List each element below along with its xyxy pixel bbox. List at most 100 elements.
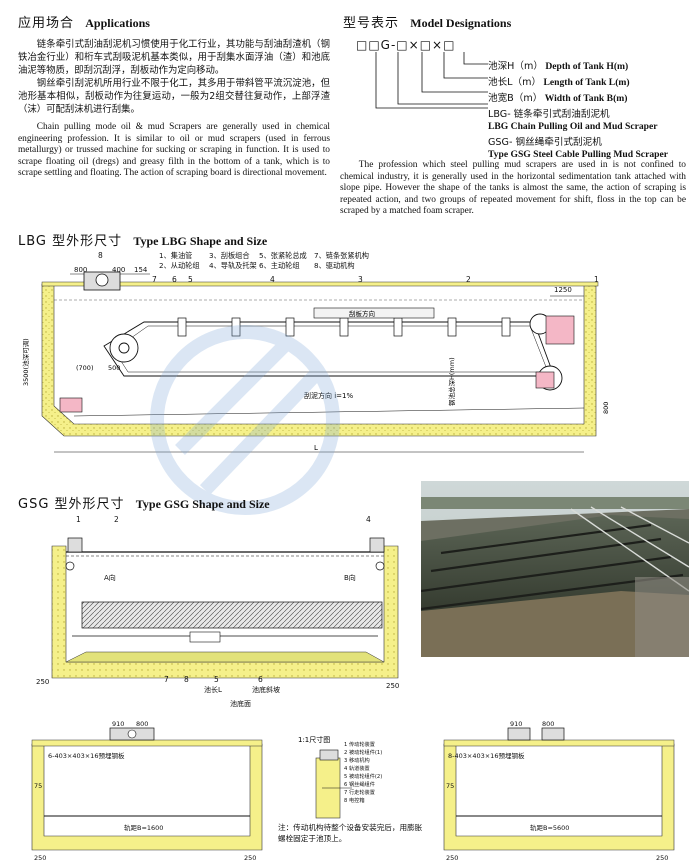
svg-text:7 行走轮装置: 7 行走轮装置 xyxy=(344,788,375,796)
svg-text:8: 8 xyxy=(98,251,103,260)
svg-text:7: 7 xyxy=(164,675,169,684)
model-line-gsg-cn: GSG- 钢丝绳牵引式刮泥机 xyxy=(488,137,602,148)
lbg-depth-label: 钢池总深H(mm) xyxy=(447,357,456,406)
svg-text:910: 910 xyxy=(112,720,124,728)
applications-title: 应用场合 Applications xyxy=(18,12,150,31)
lbg-title: LBG 型外形尺寸 Type LBG Shape and Size xyxy=(18,230,267,249)
lbg-legend-3: 3、刮板组合 xyxy=(209,251,250,260)
detail-legend: 1 传动轮装置 2 被动轮组件(1) 3 移动机构 4 轨道装置 5 被动轮组件… xyxy=(344,740,382,804)
svg-text:3 移动机构: 3 移动机构 xyxy=(344,756,370,764)
svg-text:1: 1 xyxy=(594,275,599,284)
applications-title-en: Applications xyxy=(85,16,150,30)
detail-1-1: 1:1尺寸图 1 传动轮装置 2 被动轮组件(1) 3 移动机构 4 轨道装置 … xyxy=(298,735,382,819)
svg-text:4: 4 xyxy=(270,275,275,284)
lbg-drawing: 1、集油管 2、从动轮组 3、刮板组合 4、导轨及托架 5、张紧轮总成 6、主动… xyxy=(21,251,610,453)
svg-text:800: 800 xyxy=(136,720,148,728)
model-lines: 池深H（m） Depth of Tank H(m) 池长L（m） Length … xyxy=(488,58,668,160)
gsg-title-en: Type GSG Shape and Size xyxy=(135,497,270,511)
model-title: 型号表示 Model Designations xyxy=(343,12,511,31)
section-left-label2: 轨距B=1600 xyxy=(124,823,163,832)
gsg-scraper xyxy=(189,631,221,643)
lbg-dim-154: 154 xyxy=(134,266,148,274)
lbg-slope-label: 刮泥方向 i=1% xyxy=(304,391,353,400)
gsg-drive-left xyxy=(67,537,83,553)
svg-text:8 电控箱: 8 电控箱 xyxy=(344,796,365,804)
svg-text:4 轨道装置: 4 轨道装置 xyxy=(344,764,370,772)
svg-text:250: 250 xyxy=(34,854,46,862)
lbg-dim-400: 400 xyxy=(112,266,125,274)
gsg-drive-right xyxy=(369,537,385,553)
model-line-gsg-en: Type GSG Steel Cable Pulling Mud Scraper xyxy=(488,149,668,160)
gsg-label-b: B向 xyxy=(344,573,356,582)
svg-text:3: 3 xyxy=(358,275,363,284)
gsg-label-pool: 池长L xyxy=(204,685,222,694)
gsg-label-wall: 池底斜坡 xyxy=(252,685,280,694)
svg-text:250: 250 xyxy=(244,854,256,862)
lbg-flow-label: 刮板方向 xyxy=(349,309,375,318)
svg-text:910: 910 xyxy=(510,720,522,728)
model-bracket-lines xyxy=(375,52,488,109)
applications-title-cn: 应用场合 xyxy=(18,16,75,31)
gsg-title-cn: GSG 型外形尺寸 xyxy=(18,497,125,512)
svg-text:2: 2 xyxy=(114,515,119,524)
model-title-en: Model Designations xyxy=(410,16,512,30)
svg-text:8: 8 xyxy=(184,675,189,684)
gsg-section-left: 6-403×403×16预埋钢板 轨距B=1600 910 800 75 250… xyxy=(31,720,263,862)
svg-text:5: 5 xyxy=(214,675,219,684)
watermark-logo xyxy=(150,325,340,515)
lbg-legend-7: 7、链条张紧机构 xyxy=(314,251,369,260)
svg-text:4: 4 xyxy=(366,515,371,524)
svg-text:2: 2 xyxy=(466,275,471,284)
model-title-cn: 型号表示 xyxy=(343,16,400,31)
lbg-dim-800: 800 xyxy=(74,266,87,274)
svg-text:5: 5 xyxy=(188,275,193,284)
svg-text:5 被动轮组件(2): 5 被动轮组件(2) xyxy=(344,772,382,780)
applications-en-p1: Chain pulling mode oil & mud Scrapers ar… xyxy=(18,122,330,179)
lbg-title-cn: LBG 型外形尺寸 xyxy=(18,234,123,249)
lbg-title-en: Type LBG Shape and Size xyxy=(133,234,268,248)
lbg-legend-2: 2、从动轮组 xyxy=(159,261,200,270)
svg-text:250: 250 xyxy=(656,854,668,862)
gsg-label-a: A向 xyxy=(104,573,116,582)
applications-body: 链条牵引式刮油刮泥机习惯使用于化工行业，其功能与刮油刮渣机（钢铁冶金行业）和桁车… xyxy=(18,38,330,180)
svg-text:6: 6 xyxy=(258,675,263,684)
svg-text:1 传动轮装置: 1 传动轮装置 xyxy=(344,740,375,748)
svg-text:6: 6 xyxy=(172,275,177,284)
model-code: □□G-□×□×□ xyxy=(356,38,456,52)
lbg-dim-500: 500 xyxy=(108,364,120,372)
model-line-depth: 池深H（m） Depth of Tank H(m) xyxy=(488,61,629,72)
lbg-dim-800-right: 800 xyxy=(602,402,610,414)
gsg-drawing: A向 B向 250 250 池长L 池底斜坡 池底面 1 2 4 7 8 5 6 xyxy=(36,515,399,708)
section-right-label1: 8-403×403×16预埋钢板 xyxy=(448,751,525,760)
gsg-dim-250: 250 xyxy=(36,678,49,686)
lbg-legend-8: 8、驱动机构 xyxy=(314,261,355,270)
lbg-oil-pipe xyxy=(59,397,83,413)
gsg-callouts: 1 2 4 7 8 5 6 xyxy=(76,515,371,684)
detail-note: 注：传动机构待整个设备安装完后，用膨胀螺栓固定于池顶上。 xyxy=(278,823,423,843)
gsg-title: GSG 型外形尺寸 Type GSG Shape and Size xyxy=(18,493,270,512)
lbg-legend-1: 1、集油管 xyxy=(159,251,192,260)
gsg-dim-250-right: 250 xyxy=(386,682,399,690)
lbg-chain-loop xyxy=(103,321,555,377)
applications-cn-p2: 钢丝牵引刮泥机所用行业不限于化工，其多用于带斜管平流沉淀池，但池形基本相似，刮板… xyxy=(18,78,330,115)
svg-text:75: 75 xyxy=(446,782,454,790)
svg-text:75: 75 xyxy=(34,782,42,790)
svg-text:800: 800 xyxy=(542,720,554,728)
lbg-callouts: 8 7 6 5 4 3 2 1 xyxy=(98,251,599,284)
lbg-dim-1250: 1250 xyxy=(554,286,572,294)
lbg-legend: 1、集油管 2、从动轮组 3、刮板组合 4、导轨及托架 5、张紧轮总成 6、主动… xyxy=(159,251,369,270)
svg-text:7: 7 xyxy=(152,275,157,284)
detail-title: 1:1尺寸图 xyxy=(298,735,330,744)
model-line-width: 池宽B（m） Width of Tank B(m) xyxy=(488,93,628,104)
model-line-length: 池长L（m） Length of Tank L(m) xyxy=(488,77,630,88)
lbg-legend-4: 4、导轨及托架 xyxy=(209,261,257,270)
svg-text:2 被动轮组件(1): 2 被动轮组件(1) xyxy=(344,748,382,756)
section-left-label1: 6-403×403×16预埋钢板 xyxy=(48,751,125,760)
svg-text:250: 250 xyxy=(446,854,458,862)
lbg-legend-6: 6、主动轮组 xyxy=(259,261,300,270)
section-right-label2: 轨距B=5600 xyxy=(530,823,569,832)
lbg-dim-3500: 3500(池深可调) xyxy=(21,338,30,386)
sedimentation-tank-photo xyxy=(421,481,689,657)
model-en-p: The profession which steel pulling mud s… xyxy=(340,160,686,217)
svg-text:1: 1 xyxy=(76,515,81,524)
